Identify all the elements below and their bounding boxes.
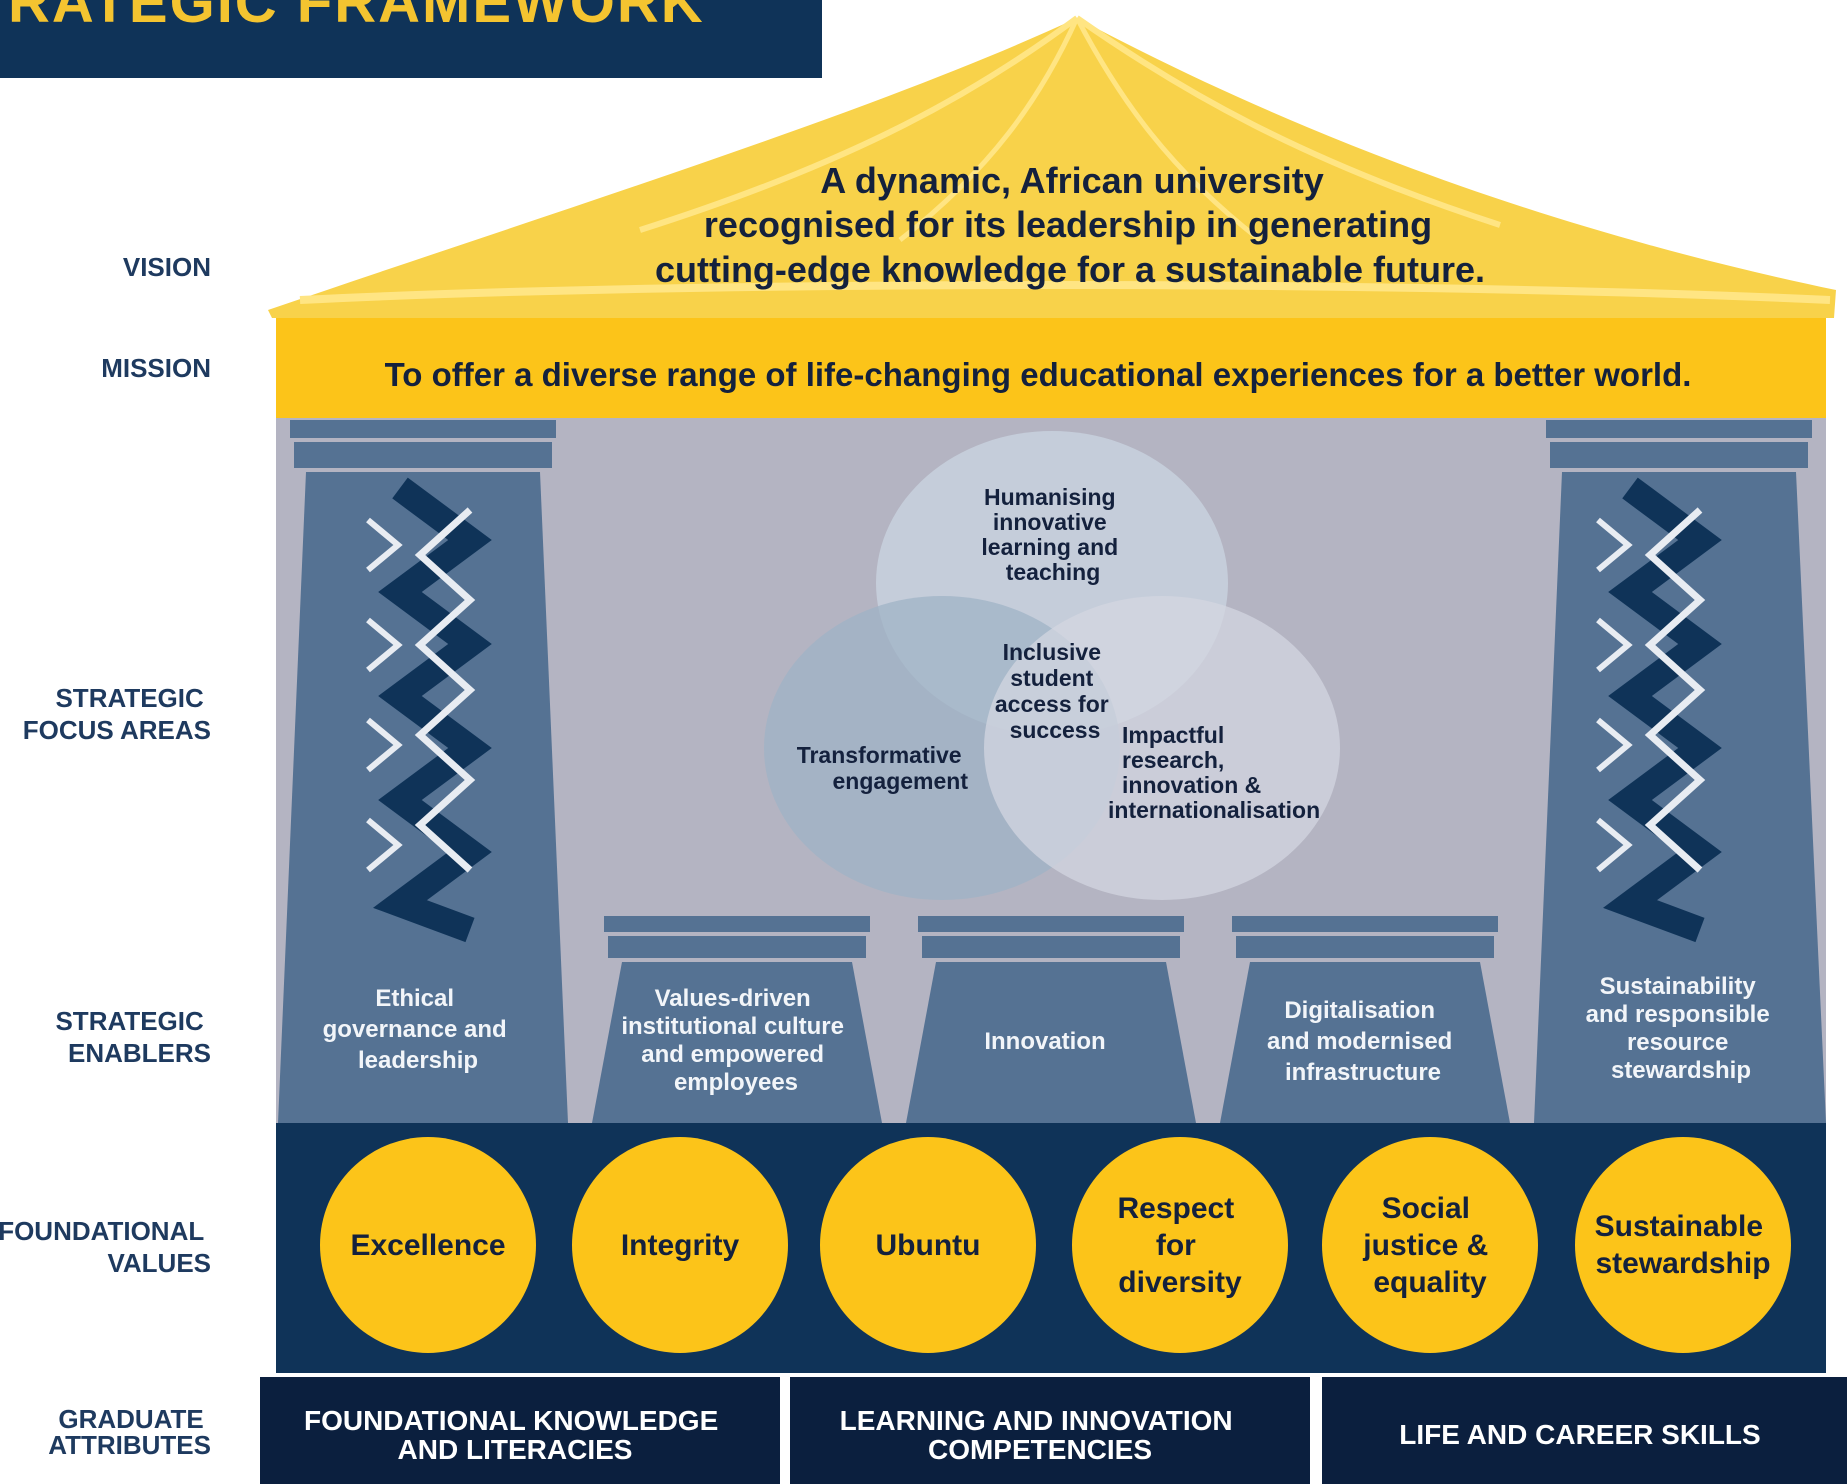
enabler-values-driven-culture: Values-driven institutional culture and … <box>621 985 850 1096</box>
row-label-vision: VISION <box>123 252 211 282</box>
row-label-attributes: GRADUATE ATTRIBUTES <box>48 1404 211 1460</box>
row-label-focus-areas: STRATEGIC FOCUS AREAS <box>23 683 211 745</box>
value-integrity: Integrity <box>572 1137 788 1353</box>
enabler-innovation: Innovation <box>984 1028 1105 1055</box>
mission-band <box>276 318 1826 418</box>
value-social-justice: Social justice & equality <box>1322 1137 1538 1353</box>
attribute-learning-innovation <box>790 1377 1310 1484</box>
vision-line-2: recognised for its leadership in generat… <box>704 204 1432 245</box>
row-label-mission: MISSION <box>101 353 211 383</box>
enabler-sustainability: Sustainability and responsible resource … <box>1586 973 1777 1084</box>
svg-text:Ubuntu: Ubuntu <box>876 1229 981 1262</box>
value-sustainable-stewardship: Sustainable stewardship <box>1575 1137 1791 1353</box>
svg-text:Respect for divers: Respect for diversity <box>1117 1192 1242 1299</box>
roof <box>268 15 1836 318</box>
row-label-enablers: STRATEGIC ENABLERS <box>55 1006 211 1068</box>
enabler-digitalisation: Digitalisation and modernised infrastruc… <box>1267 997 1459 1086</box>
row-label-values: FOUNDATIONAL VALUES <box>0 1216 211 1278</box>
svg-text:Social justice & e: Social justice & equality <box>1362 1192 1496 1299</box>
vision-line-1: A dynamic, African university <box>820 160 1324 201</box>
graduate-attributes: FOUNDATIONAL KNOWLEDGE AND LITERACIES LE… <box>260 1377 1847 1484</box>
svg-text:Integrity: Integrity <box>621 1229 740 1262</box>
svg-text:FOUNDATIONAL KNOWLEDGE A: FOUNDATIONAL KNOWLEDGE AND LITERACIES <box>304 1405 726 1465</box>
header-banner <box>0 0 822 78</box>
attribute-foundational-knowledge <box>260 1377 780 1484</box>
venn-circle-right <box>984 596 1340 900</box>
focus-area-top: Humanising innovative learning and teach… <box>981 484 1124 585</box>
right-pillar <box>1534 420 1826 1123</box>
vision-statement: A dynamic, African university recognised… <box>655 160 1485 290</box>
value-ubuntu: Ubuntu <box>820 1137 1036 1353</box>
header-title: RATEGIC FRAMEWORK <box>8 0 705 35</box>
svg-text:LEARNING AND INNOVATION: LEARNING AND INNOVATION COMPETENCIES <box>840 1405 1241 1465</box>
svg-text:Sustainable stewardship: Sustainable stewardship <box>1595 1210 1772 1280</box>
value-respect-for-diversity: Respect for diversity <box>1072 1137 1288 1353</box>
vision-line-3: cutting-edge knowledge for a sustainable… <box>655 249 1485 290</box>
enabler-ethical-governance: Ethical governance and leadership <box>323 985 514 1074</box>
small-pillar-1 <box>592 916 882 1123</box>
mission-statement: To offer a diverse range of life-changin… <box>385 356 1692 393</box>
left-pillar <box>278 420 568 1123</box>
focus-area-left: Transformative engagement <box>797 742 969 794</box>
venn-diagram: Humanising innovative learning and teach… <box>764 431 1340 900</box>
attribute-life-career <box>1322 1377 1847 1484</box>
svg-text:Excellence: Excellence <box>350 1229 505 1262</box>
focus-area-center: Inclusive student access for success <box>995 639 1115 743</box>
row-labels: VISION MISSION STRATEGIC FOCUS AREAS STR… <box>0 252 211 1460</box>
value-excellence: Excellence <box>320 1137 536 1353</box>
focus-area-right: Impactful research, innovation & interna… <box>1108 722 1320 823</box>
svg-text:LIFE AND CAREER SKILLS: LIFE AND CAREER SKILLS <box>1399 1419 1760 1450</box>
small-pillar-3 <box>1220 916 1510 1123</box>
small-pillar-2 <box>906 916 1196 1123</box>
